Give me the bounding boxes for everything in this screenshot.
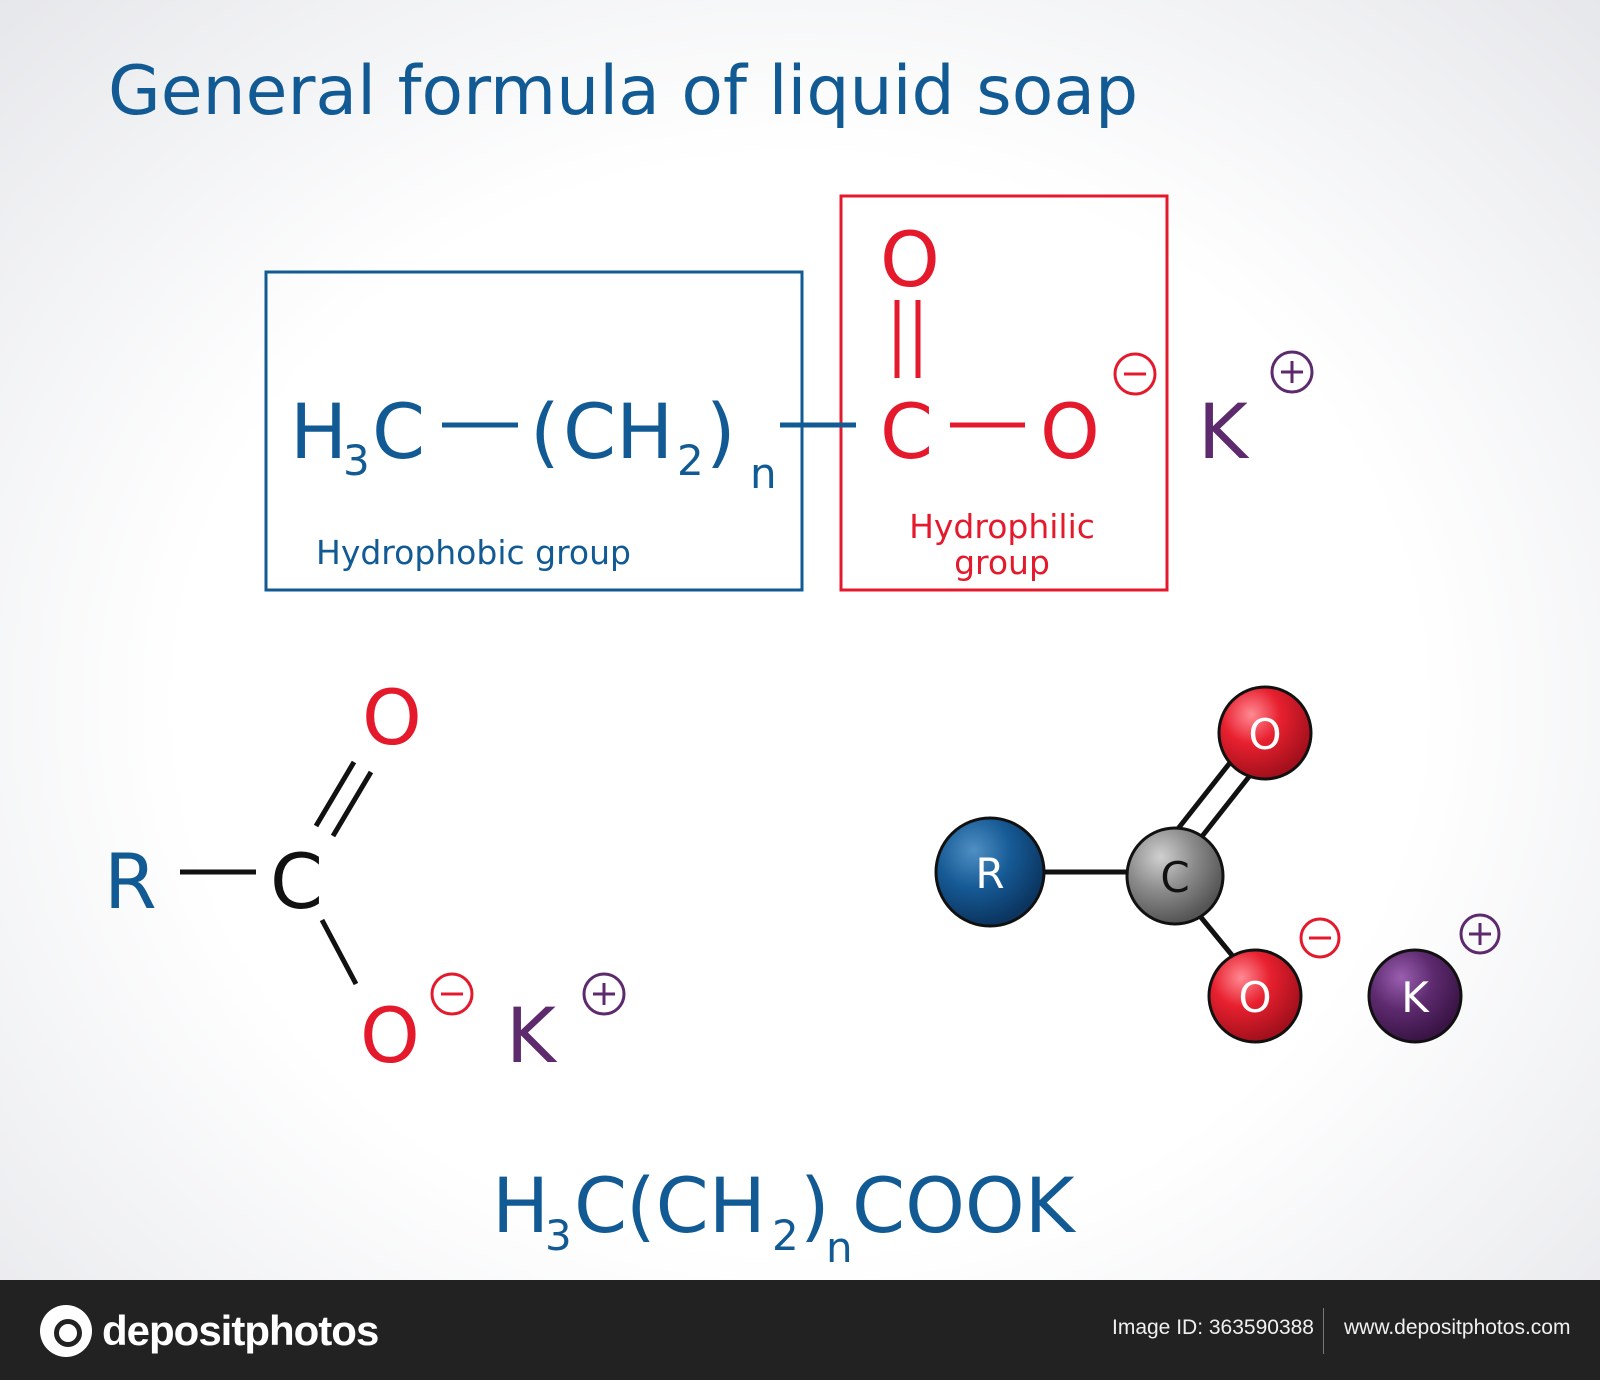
top-subscript-n: n [750,449,777,498]
top-h-atom: H [290,387,347,476]
camera-logo-icon [40,1305,92,1357]
ball-o-top-label: O [1248,710,1281,759]
bottom-close-paren: ) [800,1161,830,1250]
negative-charge-icon [1113,352,1157,396]
watermark-footer-bar: depositphotos Image ID: 363590388 www.de… [0,1280,1600,1380]
ball-k-label: K [1401,973,1430,1022]
top-c-atom-1: C [372,387,425,476]
skeletal-positive-charge-icon [582,972,626,1016]
ball-o-bottom-label: O [1238,973,1271,1022]
bottom-h: H [492,1161,549,1250]
ball-oxygen-single [1207,948,1303,1044]
top-subscript-2: 2 [677,436,704,485]
ball-positive-charge-icon [1459,913,1501,955]
top-subscript-3: 3 [343,436,370,485]
ball-c-label: C [1160,853,1189,902]
skeletal-o-atom-double: O [362,673,422,762]
depositphotos-logo[interactable]: depositphotos [40,1304,379,1358]
image-id-text: Image ID: 363590388 [1112,1316,1314,1339]
top-o-atom-double: O [880,215,940,304]
top-c-atom-2: C [880,387,933,476]
page-title: General formula of liquid soap [108,52,1138,131]
ball-negative-charge-icon [1299,917,1341,959]
top-o-atom-single: O [1040,387,1100,476]
bottom-c: C [574,1161,627,1250]
hydrophilic-group-box [839,194,1169,592]
top-k-atom: K [1198,387,1250,476]
hydrophobic-group-label: Hydrophobic group [316,533,631,572]
hydrophilic-group-label-line2: group [954,543,1050,582]
skeletal-k-atom: K [506,991,558,1080]
bottom-cook: COOK [852,1161,1077,1250]
skeletal-single-bond-o [319,918,359,986]
ball-oxygen-double [1217,685,1313,781]
top-paren-open: ( [530,387,560,476]
skeletal-double-bond-2 [330,770,374,838]
bottom-open-ch: (CH [626,1161,766,1250]
skeletal-double-bond-1 [313,760,357,828]
bottom-subscript-n: n [826,1223,853,1272]
soap-formula-diagram: General formula of liquid soap H 3 C ( C… [104,52,1501,1272]
skeletal-o-atom-single: O [360,991,420,1080]
skeletal-c-atom: C [270,837,323,926]
bottom-subscript-3: 3 [545,1211,572,1260]
bottom-subscript-2: 2 [772,1211,799,1260]
site-url-link[interactable]: www.depositphotos.com [1344,1316,1571,1339]
ball-r-group [934,816,1046,928]
hydrophobic-group-box [264,270,804,592]
hydrophilic-group-label-line1: Hydrophilic [909,507,1095,546]
brand-name: depositphotos [102,1307,379,1354]
skeletal-negative-charge-icon [430,972,474,1016]
footer-divider [1323,1308,1324,1354]
top-paren-close: ) [706,387,736,476]
ball-carbon [1125,826,1225,926]
ball-r-label: R [975,849,1004,898]
positive-charge-icon [1270,350,1314,394]
illustration-canvas: General formula of liquid soap H 3 C ( C… [0,0,1600,1280]
ball-potassium [1367,948,1463,1044]
skeletal-r-group: R [104,837,157,926]
top-ch-group: CH [563,387,673,476]
